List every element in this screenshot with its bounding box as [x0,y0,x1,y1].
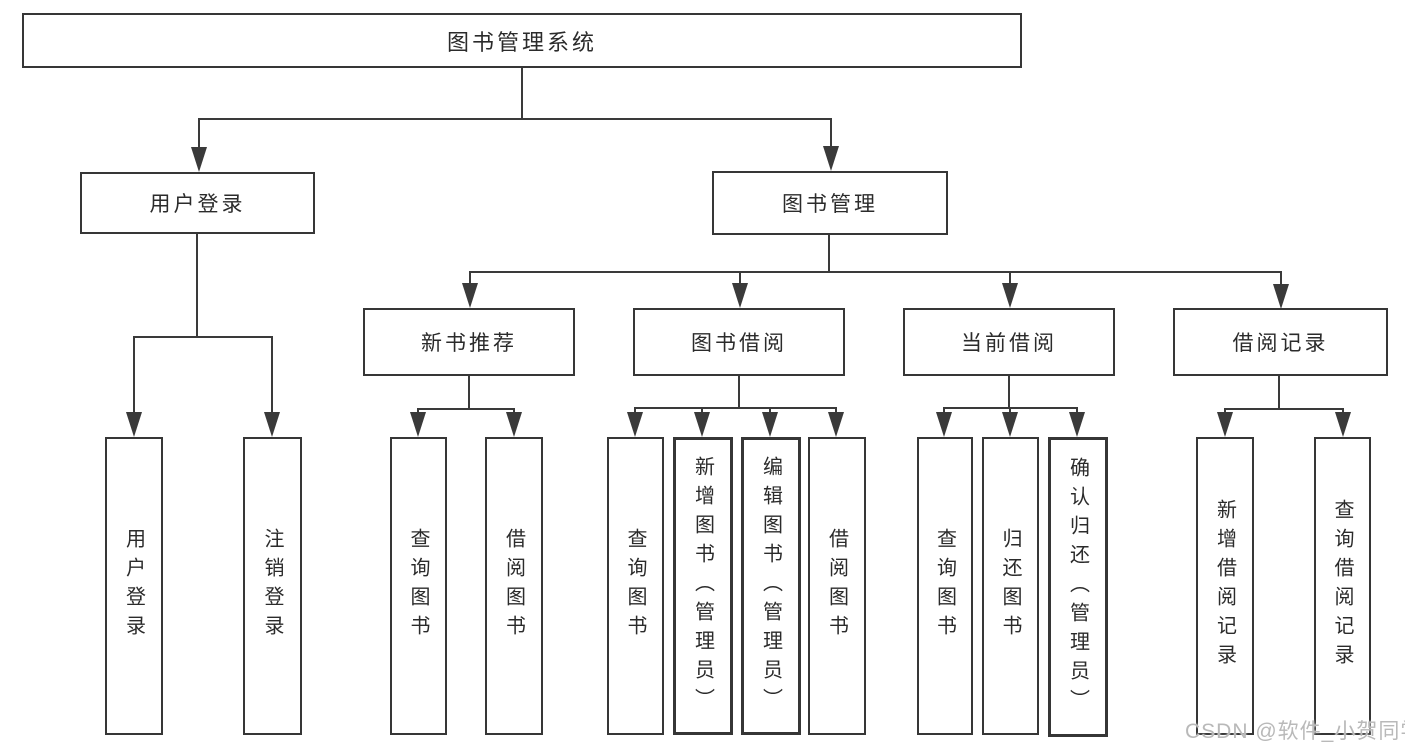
connector-current-stem [1008,376,1010,407]
connector-root-stem [521,68,523,118]
node-book-management-system: 图书管理系统 [22,13,1022,68]
leaf-borrow-edit-books-admin: 编辑图书（管理员） [741,437,801,735]
arrow-to-new-book-recommend [462,271,478,308]
node-new-book-recommend: 新书推荐 [363,308,575,376]
connector-borrow-rail [634,407,837,409]
leaf-current-return-books: 归还图书 [982,437,1039,735]
arrow-to-borrowing-records [1273,271,1289,309]
arrow-to-borrow-edit [762,407,778,437]
connector-level3-rail [469,271,1282,273]
leaf-newbook-query-books: 查询图书 [390,437,447,735]
arrow-to-book-borrowing [732,271,748,308]
node-borrowing-records: 借阅记录 [1173,308,1388,376]
arrow-to-current-query [936,407,952,437]
connector-mgmt-stem [828,235,830,271]
leaf-borrow-add-books-admin: 新增图书（管理员） [673,437,733,735]
arrow-to-leaf-logout [264,336,280,437]
arrow-to-leaf-user-login [126,336,142,437]
connector-login-stem [196,234,198,336]
arrow-to-newbook-query [410,408,426,437]
arrow-to-book-management [823,118,839,171]
connector-records-stem [1278,376,1280,408]
arrow-to-user-login [191,118,207,172]
leaf-logout: 注销登录 [243,437,302,735]
arrow-to-borrow-add [694,407,710,437]
leaf-newbook-borrow-books: 借阅图书 [485,437,543,735]
connector-newbook-stem [468,376,470,408]
arrow-to-current-return [1002,407,1018,437]
node-book-borrowing: 图书借阅 [633,308,845,376]
leaf-user-login: 用户登录 [105,437,163,735]
connector-records-rail [1224,408,1344,410]
leaf-current-query-books: 查询图书 [917,437,973,735]
connector-login-rail [133,336,273,338]
arrow-to-current-confirm [1069,407,1085,437]
arrow-to-borrow-borrow [828,407,844,437]
leaf-current-confirm-return-admin: 确认归还（管理员） [1048,437,1108,737]
arrow-to-records-query [1335,408,1351,437]
node-book-management: 图书管理 [712,171,948,235]
arrow-to-records-add [1217,408,1233,437]
connector-level2-rail [198,118,832,120]
arrow-to-current-borrowing [1002,271,1018,308]
node-current-borrowing: 当前借阅 [903,308,1115,376]
leaf-records-add-record: 新增借阅记录 [1196,437,1254,735]
node-user-login: 用户登录 [80,172,315,234]
leaf-borrow-borrow-books: 借阅图书 [808,437,866,735]
leaf-borrow-query-books: 查询图书 [607,437,664,735]
leaf-records-query-record: 查询借阅记录 [1314,437,1371,735]
csdn-watermark: CSDN @软件_小贺同学 [1185,720,1405,743]
connector-borrow-stem [738,376,740,407]
arrow-to-newbook-borrow [506,408,522,437]
arrow-to-borrow-query [627,407,643,437]
connector-newbook-rail [417,408,515,410]
